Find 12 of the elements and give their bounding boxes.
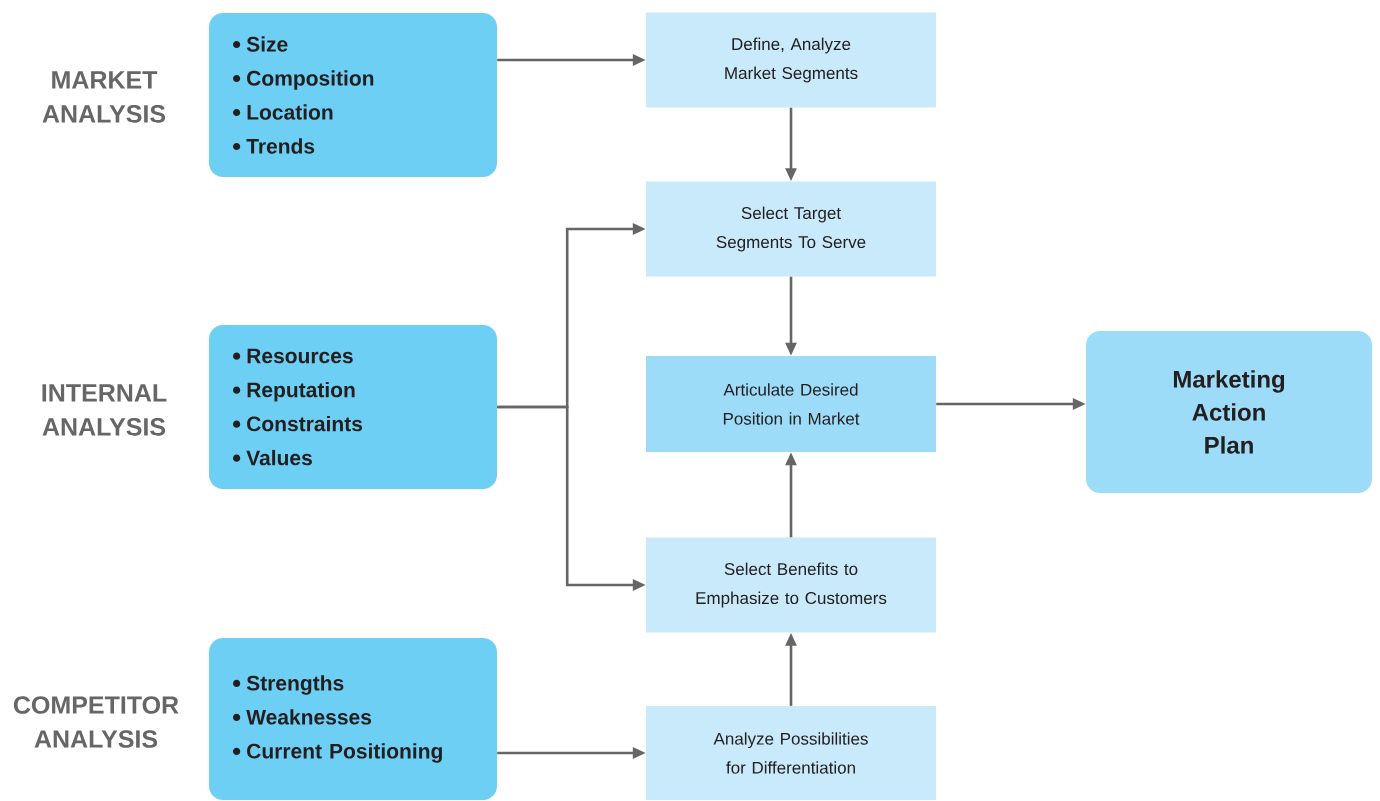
bullet-list-box: Size Composition Location Trends bbox=[209, 13, 497, 177]
process-box: Select Target Segments To Serve bbox=[646, 181, 936, 277]
section-label: INTERNAL ANALYSIS bbox=[42, 384, 167, 436]
bullet-list-box: Resources Reputation Constraints Values bbox=[209, 325, 497, 489]
process-box: Select Benefits to Emphasize to Customers bbox=[646, 537, 936, 633]
process-box: Analyze Possibilities for Differentiation bbox=[646, 706, 936, 800]
section-label: MARKET ANALYSIS bbox=[42, 71, 166, 123]
section-label: COMPETITOR ANALYSIS bbox=[13, 696, 179, 748]
bullet-list-box: Strengths Weaknesses Current Positioning bbox=[209, 638, 497, 800]
process-box: Articulate Desired Position in Market bbox=[646, 356, 936, 452]
process-box: Define, Analyze Market Segments bbox=[646, 12, 936, 108]
result-box: Marketing Action Plan bbox=[1086, 331, 1372, 493]
